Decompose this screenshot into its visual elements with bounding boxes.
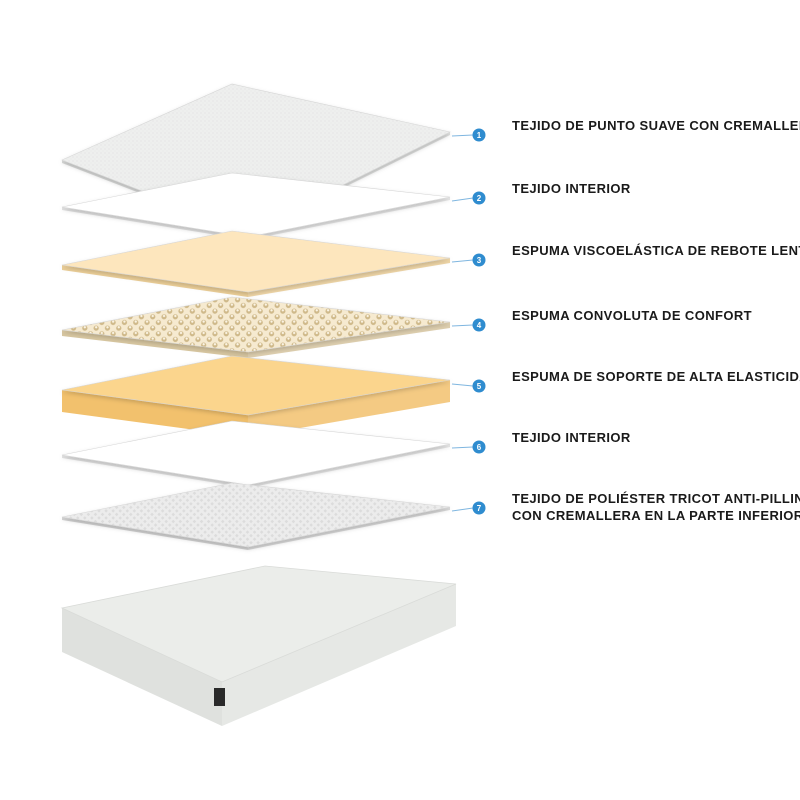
mattress-base [60,565,457,726]
layer-label-4: ESPUMA CONVOLUTA DE CONFORT [512,308,752,323]
layer-7-side-right [248,507,450,550]
number-badge-text-1: 1 [477,131,482,140]
layer-4-side-left [62,330,248,358]
leader-line-7 [451,507,474,512]
leader-line-3 [451,259,474,263]
mattress-front-left [62,608,222,726]
number-badge-text-6: 6 [477,443,482,452]
layer-4 [61,296,451,358]
layer-label-6: TEJIDO INTERIOR [512,430,631,445]
mattress-front-right [222,584,456,726]
number-badge-7 [472,501,486,515]
layer-2 [61,172,451,240]
number-badge-text-4: 4 [477,321,482,330]
leader-line-6 [451,446,474,449]
number-badge-6 [472,440,486,454]
layer-4-side-right [248,322,450,358]
layer-6-top [61,420,451,486]
number-badge-text-3: 3 [477,256,482,265]
layers-group [61,83,451,550]
layer-6-side-right [248,444,450,488]
layer-label-2: TEJIDO INTERIOR [512,181,631,196]
number-badge-3 [472,253,486,267]
layer-4-top [61,296,451,353]
number-badge-text-5: 5 [477,382,482,391]
layer-5-side-right [248,380,450,437]
number-badge-4 [472,318,486,332]
layer-5-top [61,355,451,416]
layer-2-top [61,172,451,238]
layer-3-top [61,230,451,293]
mattress-brand-tag [214,688,225,706]
layer-7 [61,482,451,550]
layer-label-5: ESPUMA DE SOPORTE DE ALTA ELASTICIDAD [512,369,800,384]
leader-line-4 [451,324,474,327]
layer-label-1: TEJIDO DE PUNTO SUAVE CON CREMALLERA [512,118,800,133]
layer-2-side-right [248,197,450,240]
layer-3 [61,230,451,297]
layer-7-side-left [62,517,248,550]
mattress-top [60,565,457,683]
layer-6-side-left [62,455,248,488]
layer-label-7-line-1: TEJIDO DE POLIÉSTER TRICOT ANTI-PILLING [512,491,800,506]
layer-6 [61,420,451,488]
layer-label-3: ESPUMA VISCOELÁSTICA DE REBOTE LENTO [512,243,800,258]
layer-5 [61,355,451,437]
layer-5-side-left [62,390,248,437]
layer-3-side-right [248,258,450,297]
number-badge-text-7: 7 [477,504,482,513]
layer-7-top [61,482,451,548]
number-badge-text-2: 2 [477,194,482,203]
number-badge-1 [472,128,486,142]
layer-2-side-left [62,207,248,240]
leader-line-5 [451,383,474,387]
leader-line-1 [451,134,474,137]
layer-label-7-line-2: CON CREMALLERA EN LA PARTE INFERIOR [512,508,800,523]
layer-3-side-left [62,265,248,297]
number-badge-5 [472,379,486,393]
number-badge-2 [472,191,486,205]
leader-line-2 [451,197,474,202]
